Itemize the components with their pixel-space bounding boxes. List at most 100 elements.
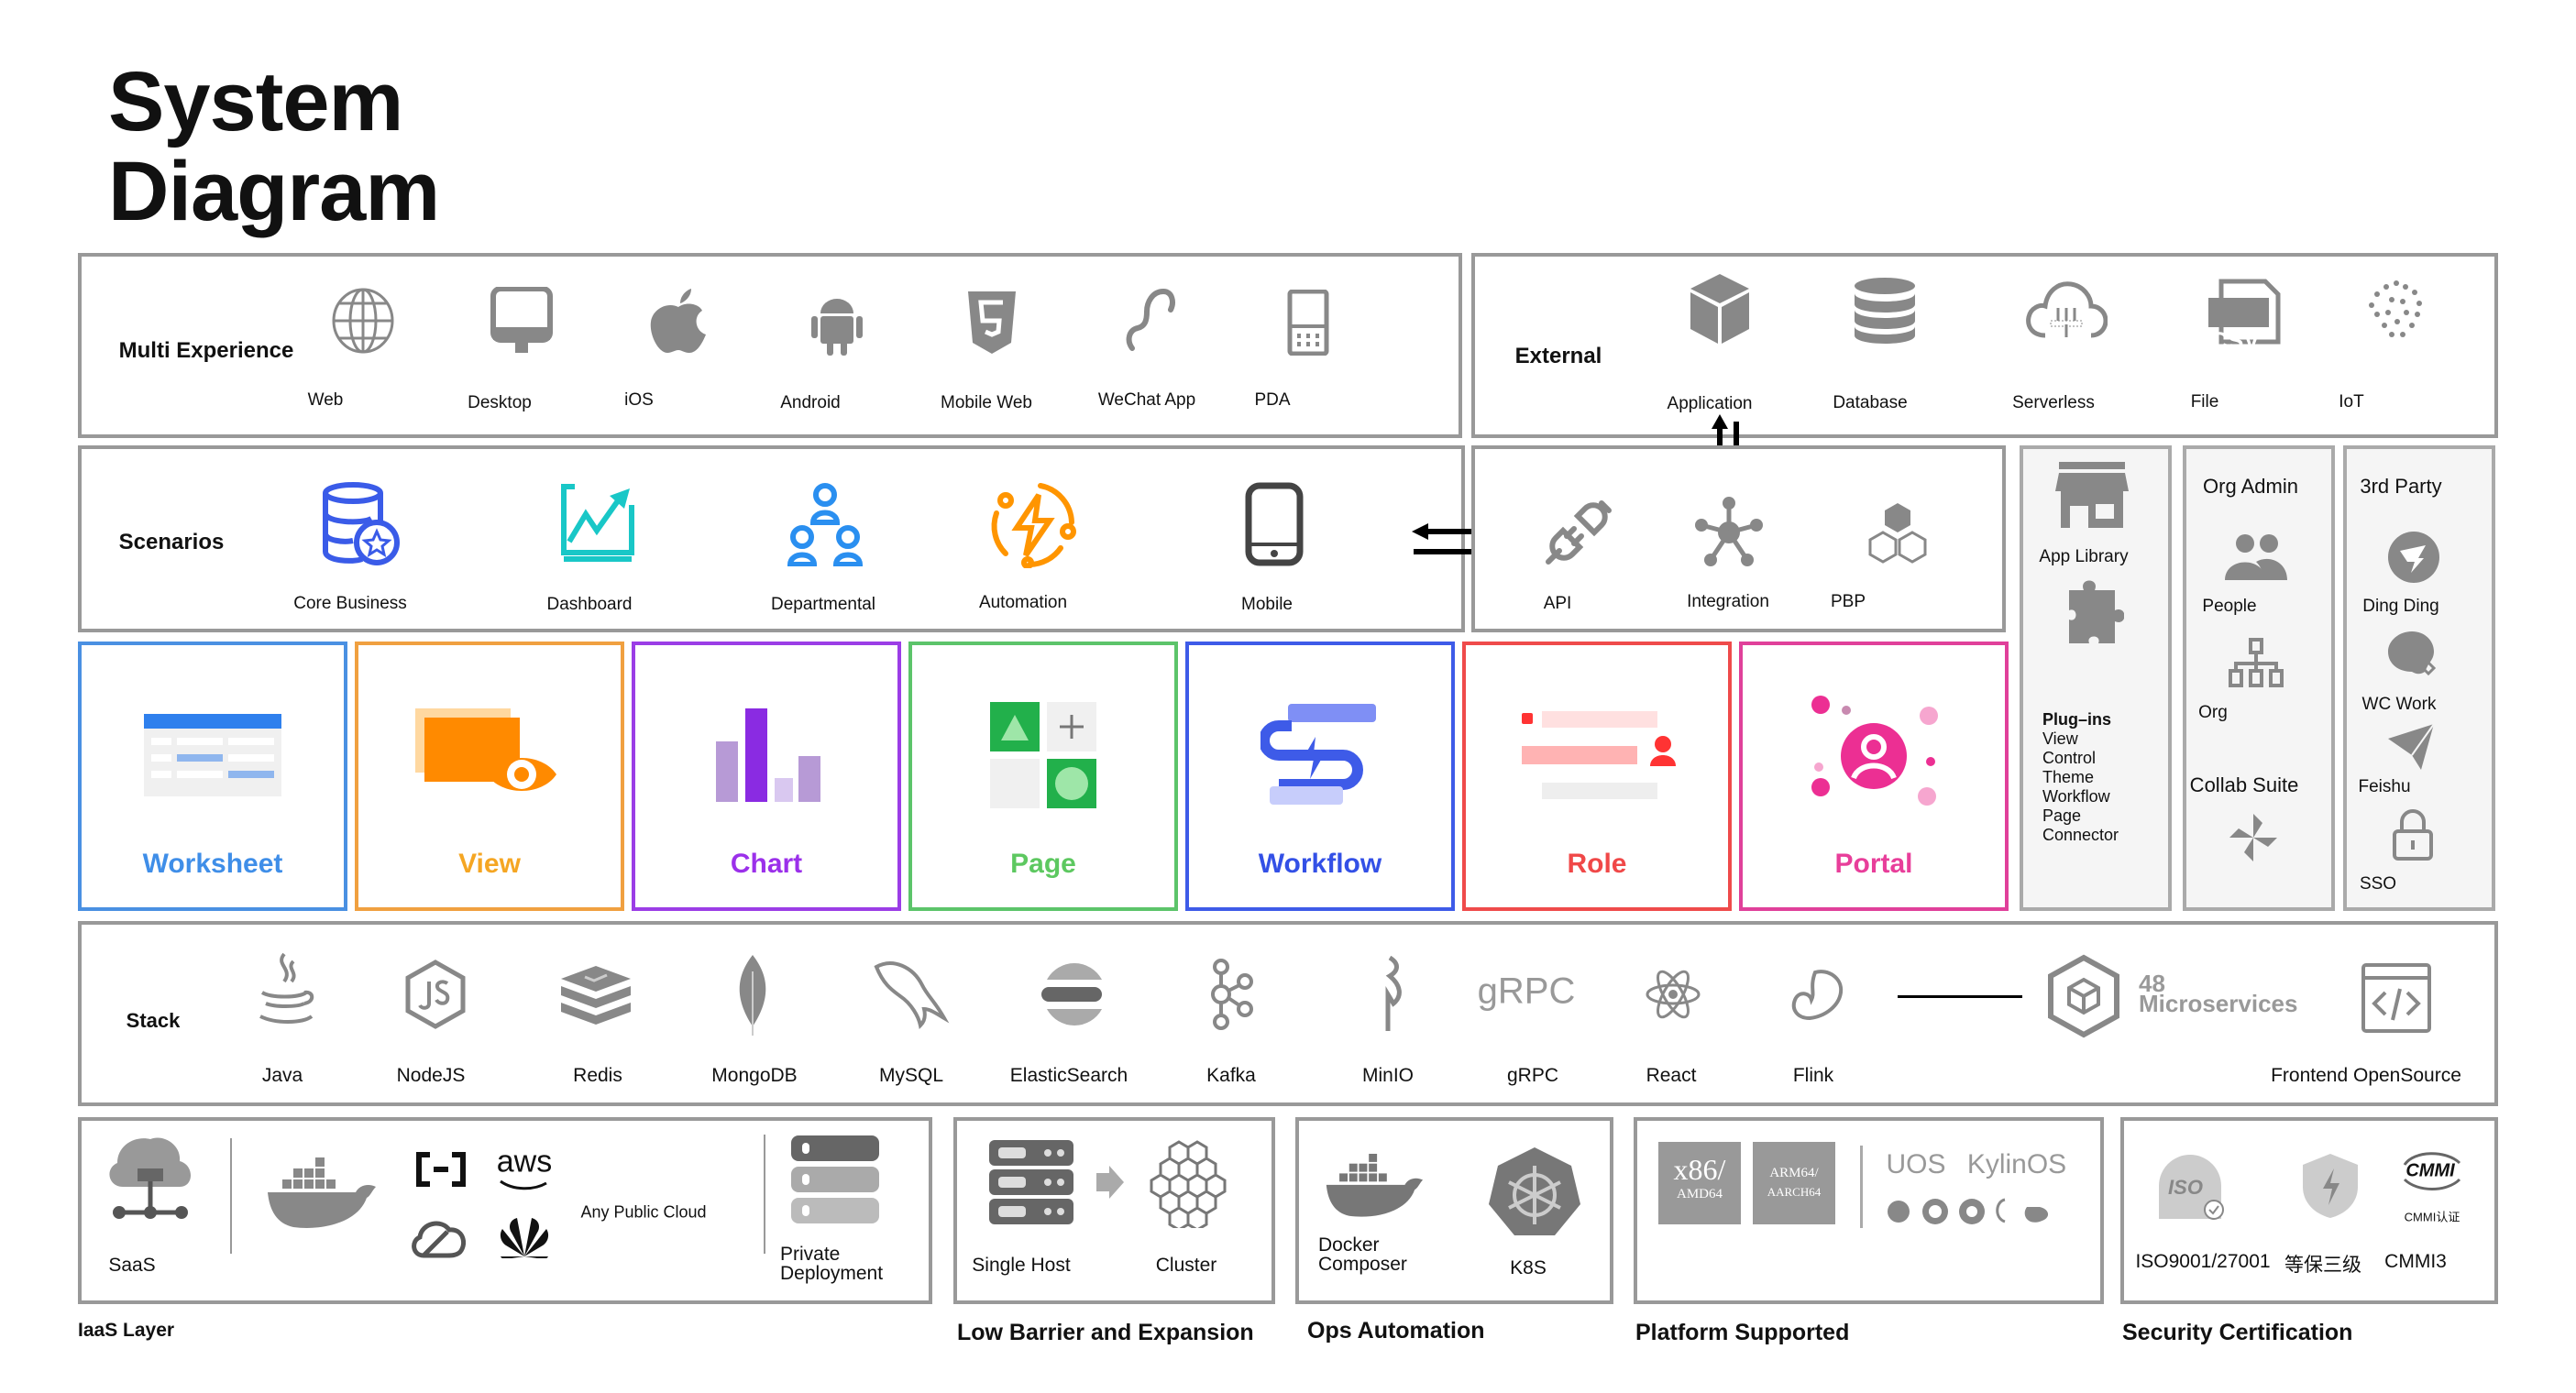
security-dengbao: 等保三级: [2284, 1255, 2361, 1276]
grpc-logo: gRPC: [1477, 971, 1576, 1012]
module-card-portal[interactable]: Portal: [1739, 642, 2009, 911]
module-card-view[interactable]: View: [355, 642, 624, 911]
stack-item-flink: Flink: [1792, 1065, 1834, 1086]
external-item-file: File: [2190, 392, 2219, 411]
low-barrier-single-host: Single Host: [972, 1255, 1071, 1276]
docker-line-1: Docker: [1318, 1234, 1380, 1256]
multi-item-wechat-app: WeChat App: [1097, 390, 1196, 410]
org-admin-people: People: [2202, 597, 2257, 616]
worksheet-table-icon: [144, 714, 281, 796]
section-label-low-barrier: Low Barrier and Expansion: [957, 1320, 1254, 1345]
tencent-cloud-icon: [412, 1221, 466, 1258]
mobile-phone-icon: [1245, 482, 1304, 566]
divider: [230, 1138, 232, 1254]
multi-item-android: Android: [780, 393, 841, 412]
module-card-worksheet[interactable]: Worksheet: [78, 642, 347, 911]
connector-line: [1898, 995, 2022, 998]
store-icon: [2055, 462, 2129, 528]
elasticsearch-icon: [1041, 963, 1102, 1026]
third-party-feishu: Feishu: [2358, 777, 2411, 796]
java-icon: [259, 952, 314, 1024]
integration-item-pbp: PBP: [1830, 592, 1866, 611]
wecom-icon: [2388, 631, 2437, 676]
os-uos: UOS: [1886, 1149, 1946, 1179]
org-admin-org: Org: [2198, 703, 2228, 722]
scenario-automation: Automation: [978, 593, 1068, 612]
pbp-hexagons-icon: [1868, 503, 1927, 564]
departmental-people-icon: [787, 483, 864, 566]
page-blocks-icon: [990, 702, 1096, 808]
code-window-icon: [2361, 963, 2431, 1033]
multi-experience-panel: [78, 253, 1462, 438]
stack-item-grpc: gRPC: [1506, 1065, 1559, 1086]
divider: [1860, 1146, 1863, 1228]
core-business-database-icon: [323, 482, 400, 565]
plugin-item: Control: [2042, 749, 2097, 767]
module-card-chart[interactable]: Chart: [632, 642, 901, 911]
cmmi-logo-text: CMMI: [2405, 1160, 2455, 1181]
module-card-role[interactable]: Role: [1462, 642, 1732, 911]
people-icon: [2225, 534, 2287, 580]
feishu-icon: [2388, 723, 2435, 770]
cube-icon: [1690, 274, 1749, 344]
security-cmmi3: CMMI3: [2384, 1251, 2447, 1272]
security-iso: ISO9001/27001: [2135, 1251, 2271, 1272]
amd64-label: AMD64: [1676, 1187, 1723, 1201]
csv-file-icon: [2208, 279, 2281, 345]
cmmi-cert-text: CMMI认证: [2404, 1210, 2460, 1224]
aws-smile-icon: [500, 1179, 547, 1190]
org-admin-panel: [2183, 445, 2335, 911]
multi-item-pda: PDA: [1254, 390, 1291, 410]
microservices-count: 48: [2139, 970, 2165, 997]
external-item-application: Application: [1667, 394, 1753, 413]
stack-item-elasticsearch: ElasticSearch: [1009, 1065, 1128, 1086]
multi-item-ios: iOS: [624, 390, 654, 410]
module-card-page[interactable]: Page: [908, 642, 1178, 911]
debian-icon: [1996, 1198, 2006, 1223]
aliyun-icon: [416, 1152, 466, 1187]
docker-composer-icon: [1326, 1153, 1424, 1217]
gear-os-icon: [1888, 1201, 1910, 1223]
minio-icon: [1385, 956, 1402, 1031]
app-library-title: App Library: [2039, 547, 2129, 566]
ops-k8s: K8S: [1510, 1257, 1547, 1278]
dengbao-shield-icon: [2303, 1154, 2358, 1218]
section-label-platform: Platform Supported: [1635, 1320, 1850, 1345]
stack-item-kafka: Kafka: [1206, 1065, 1256, 1086]
collab-suite-title: Collab Suite: [2189, 773, 2299, 796]
iot-icon: [2369, 280, 2422, 337]
wechat-miniprogram-icon: [1126, 288, 1175, 351]
multi-item-web: Web: [307, 390, 344, 410]
iso-badge-text: ISO: [2168, 1176, 2203, 1199]
automation-lightning-icon: [991, 483, 1076, 568]
kafka-icon: [1211, 959, 1253, 1030]
docker-line-2: Composer: [1318, 1254, 1407, 1275]
iso-badge-icon: [2159, 1155, 2224, 1220]
os-logos-icons: [1888, 1198, 2049, 1224]
security-panel: [2120, 1117, 2498, 1304]
integration-hub-icon: [1695, 497, 1763, 566]
section-label-ops: Ops Automation: [1307, 1318, 1485, 1344]
chart-bars-icon: [716, 708, 820, 802]
huawei-icon: [500, 1218, 549, 1258]
pinwheel-icon: [2229, 814, 2277, 861]
arrow-right-icon: [1096, 1166, 1124, 1199]
flink-squirrel-icon: [1791, 970, 1844, 1021]
plugin-list-heading: Plug–ins: [2042, 710, 2112, 729]
scenario-dashboard: Dashboard: [546, 595, 633, 614]
stack-panel: [78, 921, 2498, 1106]
scenario-departmental: Departmental: [770, 595, 876, 614]
globe-icon: [332, 288, 394, 354]
org-admin-title: Org Admin: [2203, 475, 2298, 498]
third-party-sso: SSO: [2359, 874, 2397, 894]
module-card-workflow[interactable]: Workflow: [1185, 642, 1455, 911]
os-kylinos: KylinOS: [1966, 1149, 2067, 1179]
module-label-workflow: Workflow: [1258, 849, 1382, 879]
database-icon: [1855, 278, 1915, 344]
scenarios-header: Scenarios: [118, 530, 225, 554]
x86-label: x86/: [1673, 1153, 1726, 1186]
plugin-item: View: [2042, 729, 2078, 748]
